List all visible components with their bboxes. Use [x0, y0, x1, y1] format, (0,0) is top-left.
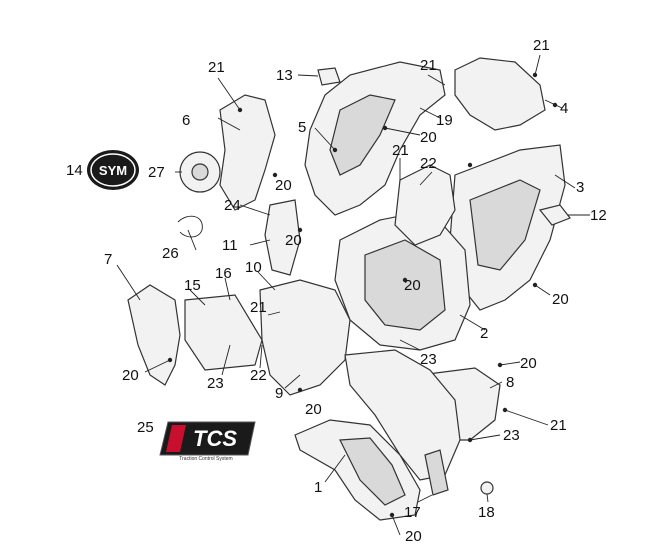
callout-22: 22	[420, 155, 437, 172]
part-7-side-cover	[127, 284, 181, 386]
callout-21: 21	[392, 142, 409, 159]
callout-20: 20	[305, 401, 322, 418]
callout-20: 20	[275, 177, 292, 194]
sym-logo-emblem: SYM	[87, 150, 139, 190]
part-1-detail	[339, 437, 406, 506]
callout-14: 14	[66, 162, 83, 179]
callout-25: 25	[137, 419, 154, 436]
callout-27: 27	[148, 164, 165, 181]
callout-labels: 1 2 3 4 5 6 7 8 9 10 11 12 13 14 15 16 1…	[66, 37, 607, 545]
callout-7: 7	[104, 251, 112, 268]
part-15-panel	[184, 294, 263, 371]
callout-21: 21	[250, 299, 267, 316]
callout-19: 19	[436, 112, 453, 129]
callout-20: 20	[552, 291, 569, 308]
callout-20: 20	[520, 355, 537, 372]
callout-12: 12	[590, 207, 607, 224]
callout-13: 13	[276, 67, 293, 84]
callout-5: 5	[298, 119, 306, 136]
part-11-bracket	[264, 199, 301, 276]
callout-23: 23	[420, 351, 437, 368]
part-6-left-bracket	[219, 94, 276, 211]
part-13-lamp	[317, 67, 341, 86]
callout-1: 1	[314, 479, 322, 496]
callout-16: 16	[215, 265, 232, 282]
part-18-clip	[480, 481, 494, 495]
callout-8: 8	[506, 374, 514, 391]
part-22-inner-shroud	[394, 164, 456, 246]
callout-20: 20	[405, 528, 422, 545]
callout-20: 20	[420, 129, 437, 146]
parts-group	[127, 57, 571, 521]
part-12-reflector	[538, 204, 571, 226]
part-2-detail	[364, 239, 446, 331]
part-3-panel-detail	[469, 179, 541, 271]
tcs-tagline: Traction Control System	[179, 456, 232, 462]
callout-15: 15	[184, 277, 201, 294]
callout-6: 6	[182, 112, 190, 129]
callout-3: 3	[576, 179, 584, 196]
callout-20: 20	[285, 232, 302, 249]
part-5-inner	[329, 94, 396, 176]
sym-logo-text: SYM	[99, 163, 127, 178]
fasteners	[167, 72, 558, 518]
callout-22: 22	[250, 367, 267, 384]
callout-24: 24	[224, 197, 241, 214]
callout-17: 17	[404, 504, 421, 521]
callout-20: 20	[404, 277, 421, 294]
tcs-logo-badge: TCS Traction Control System	[159, 421, 256, 462]
callout-20: 20	[122, 367, 139, 384]
callout-23: 23	[503, 427, 520, 444]
part-4-bracket	[454, 57, 546, 131]
callout-26: 26	[162, 245, 179, 262]
tcs-logo-text: TCS	[193, 426, 237, 451]
callout-18: 18	[478, 504, 495, 521]
callout-2: 2	[480, 325, 488, 342]
part-17-grille	[424, 449, 449, 496]
callout-4: 4	[560, 100, 568, 117]
callout-10: 10	[245, 259, 262, 276]
callout-21: 21	[533, 37, 550, 54]
callout-21: 21	[420, 57, 437, 74]
callout-21: 21	[550, 417, 567, 434]
part-26-harness	[177, 215, 203, 238]
callout-11: 11	[222, 237, 238, 254]
callout-9: 9	[275, 385, 283, 402]
callout-23: 23	[207, 375, 224, 392]
part-10-lower-cover	[259, 279, 351, 396]
part-27-washer-hole	[191, 163, 209, 181]
callout-21: 21	[208, 59, 225, 76]
